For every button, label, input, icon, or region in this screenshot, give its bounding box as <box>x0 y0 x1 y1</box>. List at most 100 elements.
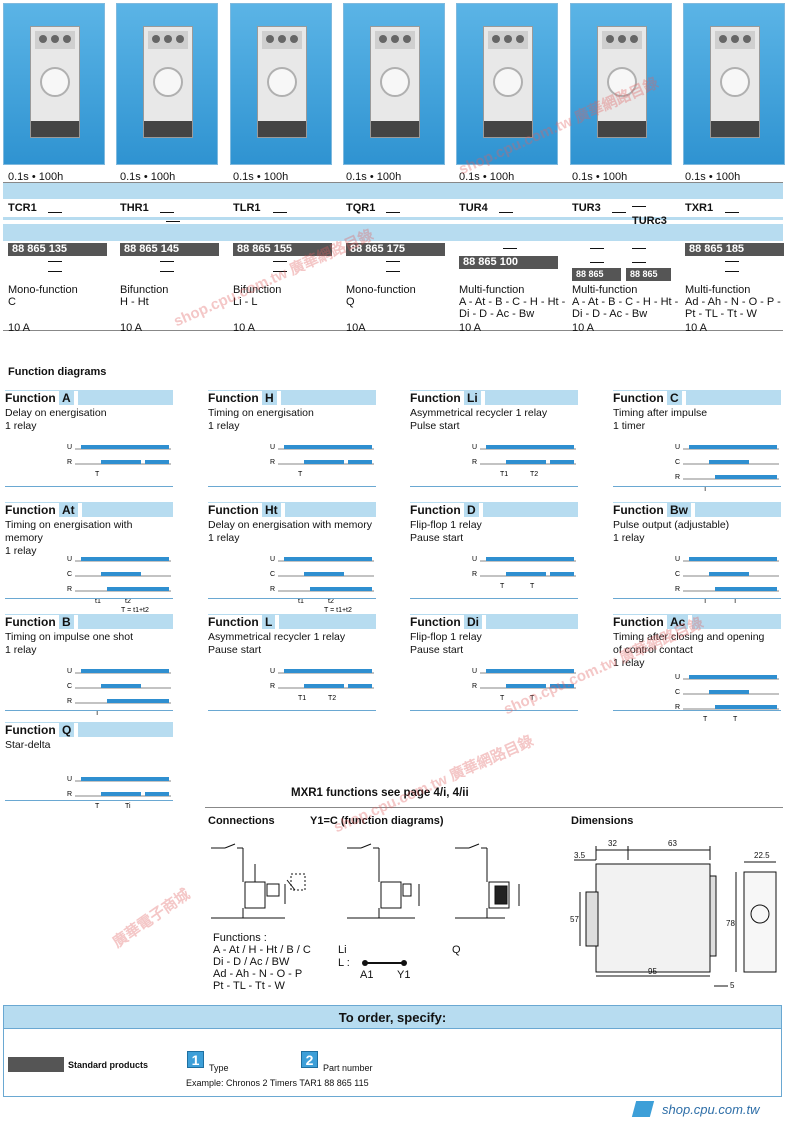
signal-high <box>348 587 372 591</box>
product-functions: A - At - B - C - H - Ht - <box>572 296 679 308</box>
dash-mark <box>273 261 287 262</box>
dash-mark <box>48 271 62 272</box>
signal-label: R <box>472 459 477 466</box>
signal-high <box>107 699 147 703</box>
dim-value: 57 <box>570 915 579 924</box>
function-header: Function B <box>5 614 173 629</box>
signal-high <box>101 684 141 688</box>
function-desc-line: 1 relay <box>208 532 240 544</box>
timing-label: t1 <box>95 598 101 605</box>
signal-high <box>709 460 749 464</box>
timing-label: Ti <box>125 803 131 810</box>
relay-terminals <box>148 31 189 49</box>
function-word: Function <box>410 503 461 517</box>
function-word: Function <box>208 503 259 517</box>
dial-icon <box>379 67 410 97</box>
product-functions: Pt - TL - Tt - W <box>685 308 757 320</box>
function-rule <box>5 598 173 599</box>
function-code: Q <box>59 723 75 737</box>
standard-products-label: Standard products <box>68 1060 149 1070</box>
function-desc-line: 1 relay <box>5 644 37 656</box>
q-label: Q <box>452 944 461 956</box>
signal-label: U <box>270 444 275 451</box>
footer-site: shop.cpu.com.tw <box>662 1102 760 1117</box>
signal-high <box>284 445 372 449</box>
product-ref: 88 865 100 <box>459 256 558 269</box>
function-rule <box>410 710 578 711</box>
function-word: Function <box>613 615 664 629</box>
dial-icon <box>153 67 184 97</box>
function-header: Function Ac <box>613 614 781 629</box>
signal-label: U <box>67 776 72 783</box>
function-header: Function Q <box>5 722 173 737</box>
relay-image <box>369 26 420 138</box>
signal-high <box>145 587 169 591</box>
relay-terminals <box>601 31 642 49</box>
function-rule <box>208 710 376 711</box>
dash-mark <box>632 248 646 249</box>
signal-label: R <box>67 791 72 798</box>
timing-label: t2 <box>125 598 131 605</box>
functions-label: Functions : <box>213 932 267 944</box>
function-desc-line: Timing after closing and opening <box>613 631 765 643</box>
product-functions: C <box>8 296 16 308</box>
function-header: Function Li <box>410 390 578 405</box>
signal-high <box>506 460 546 464</box>
site-logo-icon <box>631 1101 655 1117</box>
table-rule <box>3 330 783 331</box>
signal-label: U <box>675 674 680 681</box>
signal-label: U <box>472 444 477 451</box>
function-desc-line: Flip-flop 1 relay <box>410 519 482 531</box>
function-code: Ht <box>262 503 281 517</box>
function-label: Function L <box>208 615 280 629</box>
dial-icon <box>493 67 524 97</box>
item2-label: Part number <box>323 1063 373 1073</box>
product-function-type: Mono-function <box>8 284 78 296</box>
timing-label: T2 <box>328 695 336 702</box>
li-contact-diagram <box>362 960 407 966</box>
relay-terminals <box>488 31 529 49</box>
dash-mark <box>160 212 174 213</box>
function-header: Function Bw <box>613 502 781 517</box>
dash-mark <box>386 271 400 272</box>
signal-high <box>715 705 755 709</box>
timing-label: T <box>530 583 535 590</box>
function-code: B <box>59 615 74 629</box>
product-name: THR1 <box>120 202 149 214</box>
functions-list-item: Di - D / Ac / BW <box>213 956 290 968</box>
dash-mark <box>725 261 739 262</box>
table-band <box>3 183 783 197</box>
l-label: L : <box>338 957 350 969</box>
relay-image <box>709 26 760 138</box>
dim-value: 95 <box>648 967 657 976</box>
signal-high <box>348 460 372 464</box>
order-box: To order, specify: Standard products 1 T… <box>3 1005 782 1097</box>
function-rule <box>613 710 781 711</box>
connection-functions: Functions : A - At / H - Ht / B / C Di -… <box>213 932 311 992</box>
function-desc-line: Delay on energisation <box>5 407 107 419</box>
product-name: TCR1 <box>8 202 37 214</box>
function-label: Function At <box>5 503 82 517</box>
function-rule <box>613 598 781 599</box>
dash-mark <box>160 261 174 262</box>
function-desc-line: Flip-flop 1 relay <box>410 631 482 643</box>
function-header: Function A <box>5 390 173 405</box>
signal-high <box>506 572 546 576</box>
dim-value: 32 <box>608 839 617 848</box>
timing-label: T1 <box>500 471 508 478</box>
function-code: C <box>667 391 682 405</box>
dash-mark <box>632 262 646 263</box>
product-range: 0.1s • 100h <box>233 171 289 183</box>
table-band <box>3 217 783 220</box>
function-rule <box>5 800 173 801</box>
timing-label: T = t1+t2 <box>121 607 149 614</box>
dash-mark <box>273 271 287 272</box>
signal-high <box>304 572 344 576</box>
function-description: Star-delta <box>5 739 173 752</box>
product-ref: 88 865 175 <box>346 243 445 256</box>
